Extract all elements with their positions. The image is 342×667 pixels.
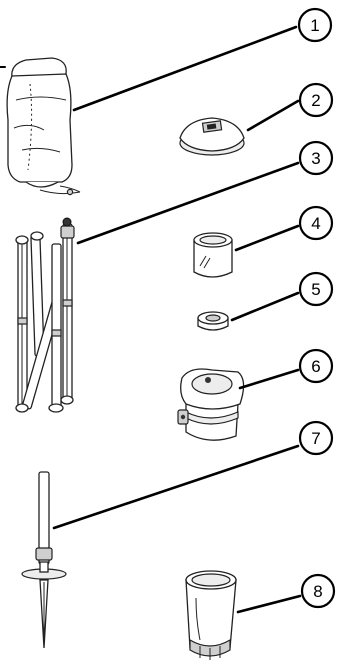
clear-cylinder-illustration (194, 233, 232, 277)
callout-8: 8 (302, 575, 334, 607)
callout-label-3: 3 (311, 149, 320, 168)
funnel-housing-illustration (178, 369, 244, 440)
base-cup-illustration (186, 571, 236, 660)
callout-5: 5 (300, 273, 332, 305)
callout-line-1 (74, 27, 296, 110)
callout-label-4: 4 (311, 214, 320, 233)
storage-bag-illustration (0, 58, 80, 195)
callout-label-7: 7 (311, 429, 320, 448)
callout-2: 2 (300, 84, 332, 116)
folding-pole-illustration (16, 218, 74, 412)
callout-line-7 (54, 446, 298, 528)
ring-illustration (198, 312, 228, 330)
callout-label-8: 8 (313, 582, 322, 601)
callout-label-2: 2 (311, 91, 320, 110)
callout-label-6: 6 (311, 357, 320, 376)
callout-line-4 (236, 226, 298, 250)
callout-4: 4 (300, 207, 332, 239)
callout-line-8 (238, 596, 300, 612)
callout-line-2 (248, 101, 298, 130)
callout-1: 1 (299, 9, 331, 41)
callout-label-1: 1 (310, 16, 319, 35)
ground-spike-illustration (22, 472, 66, 648)
callout-3: 3 (300, 142, 332, 174)
callout-line-3 (78, 163, 298, 243)
callout-line-5 (232, 293, 298, 320)
callout-7: 7 (300, 422, 332, 454)
callout-line-6 (240, 370, 298, 388)
callout-6: 6 (300, 350, 332, 382)
callout-label-5: 5 (311, 280, 320, 299)
top-cap-illustration (180, 118, 244, 155)
